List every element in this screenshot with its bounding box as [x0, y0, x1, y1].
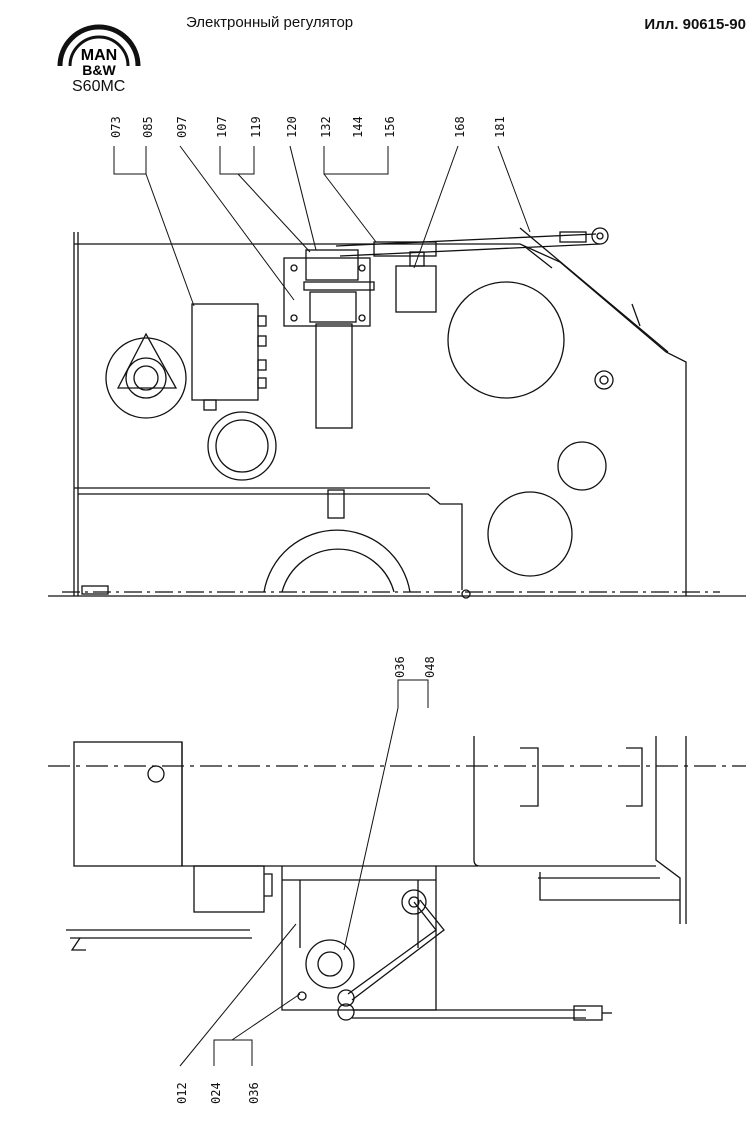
hub-circle [105, 337, 187, 419]
callouts-bottom-upper: 036 048 [393, 656, 437, 678]
callout-120: 120 [285, 116, 299, 138]
callout-012: 012 [175, 1082, 189, 1104]
callout-036-upper: 036 [393, 656, 407, 678]
drawing-title: Электронный регулятор [186, 14, 354, 31]
callout-097: 097 [175, 116, 189, 138]
callout-107: 107 [215, 116, 229, 138]
callout-036-lower: 036 [247, 1082, 261, 1104]
callout-085: 085 [141, 116, 155, 138]
callout-024: 024 [209, 1082, 223, 1104]
callouts-bottom-lower: 012 024 036 [175, 1082, 261, 1104]
logo-text-man: MAN [81, 47, 117, 64]
actuator-box [191, 303, 259, 401]
governor-gear [305, 939, 355, 989]
frame-top-edge [74, 243, 687, 596]
callouts-top: 073 085 097 107 119 120 132 144 156 168 … [109, 116, 507, 138]
lower-left-block [73, 741, 183, 867]
callout-073: 073 [109, 116, 123, 138]
callout-168: 168 [453, 116, 467, 138]
callout-156: 156 [383, 116, 397, 138]
mounting-plate [283, 257, 371, 327]
man-bw-logo: MAN B&W [57, 24, 141, 78]
callout-144: 144 [351, 116, 365, 138]
engine-model: S60MC [72, 78, 126, 95]
large-bore-circle [447, 281, 565, 399]
callout-181: 181 [493, 116, 507, 138]
callout-132: 132 [319, 116, 333, 138]
callout-048: 048 [423, 656, 437, 678]
lever-arm [347, 901, 437, 995]
logo-text-bw: B&W [82, 62, 116, 78]
illustration-number: Илл. 90615-90 [644, 16, 746, 33]
callout-119: 119 [249, 116, 263, 138]
